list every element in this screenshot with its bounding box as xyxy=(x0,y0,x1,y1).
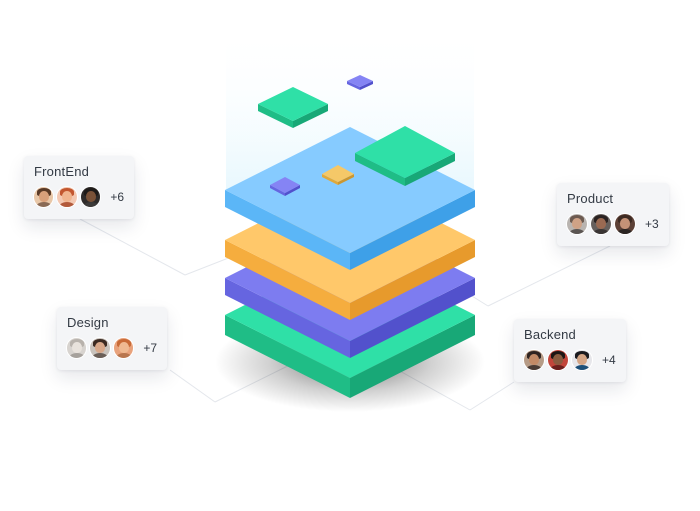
avatar[interactable] xyxy=(572,350,592,370)
layer-blue-right xyxy=(350,190,475,270)
avatar[interactable] xyxy=(524,350,544,370)
avatar[interactable] xyxy=(57,187,77,207)
layer-blue-left xyxy=(225,190,350,270)
team-name: Design xyxy=(67,315,109,330)
avatar-row: +4 xyxy=(524,350,616,370)
team-card-design[interactable]: Design +7 xyxy=(57,307,167,370)
more-members-count[interactable]: +6 xyxy=(110,190,124,204)
more-members-count[interactable]: +3 xyxy=(645,217,659,231)
team-card-backend[interactable]: Backend +4 xyxy=(514,319,626,382)
avatar[interactable] xyxy=(34,187,54,207)
avatar[interactable] xyxy=(90,338,110,358)
team-name: FrontEnd xyxy=(34,164,90,179)
tile-purple-small xyxy=(270,177,300,196)
avatar[interactable] xyxy=(567,214,587,234)
layer-orange-left xyxy=(225,240,350,320)
connector-backend xyxy=(469,381,515,411)
layer-purple-left xyxy=(225,278,350,358)
avatar-row: +3 xyxy=(567,214,659,234)
connector-frontend xyxy=(79,218,186,276)
avatar[interactable] xyxy=(80,187,101,207)
floating-tiles xyxy=(258,75,455,196)
avatar[interactable] xyxy=(548,350,568,370)
tile-green-large xyxy=(355,126,455,186)
tile-purple-floating xyxy=(347,75,373,90)
team-card-product[interactable]: Product +3 xyxy=(557,183,669,246)
avatar[interactable] xyxy=(615,214,635,234)
team-name: Backend xyxy=(524,327,576,342)
avatar[interactable] xyxy=(591,214,611,234)
layer-green-right xyxy=(350,315,475,398)
more-members-count[interactable]: +7 xyxy=(143,341,157,355)
avatar[interactable] xyxy=(113,338,134,358)
team-name: Product xyxy=(567,191,614,206)
avatar-row: +6 xyxy=(34,187,124,207)
connector-design xyxy=(169,369,216,403)
tile-gold-small xyxy=(322,165,354,185)
more-members-count[interactable]: +4 xyxy=(602,353,616,367)
layer-purple-right xyxy=(350,278,475,358)
layer-orange-right xyxy=(350,240,475,320)
avatar-row: +7 xyxy=(67,338,157,358)
layer-green-left xyxy=(225,315,350,398)
avatar[interactable] xyxy=(67,338,87,358)
connector-product xyxy=(487,245,611,307)
team-card-frontend[interactable]: FrontEnd +6 xyxy=(24,156,134,219)
tile-green-floating xyxy=(258,87,328,128)
